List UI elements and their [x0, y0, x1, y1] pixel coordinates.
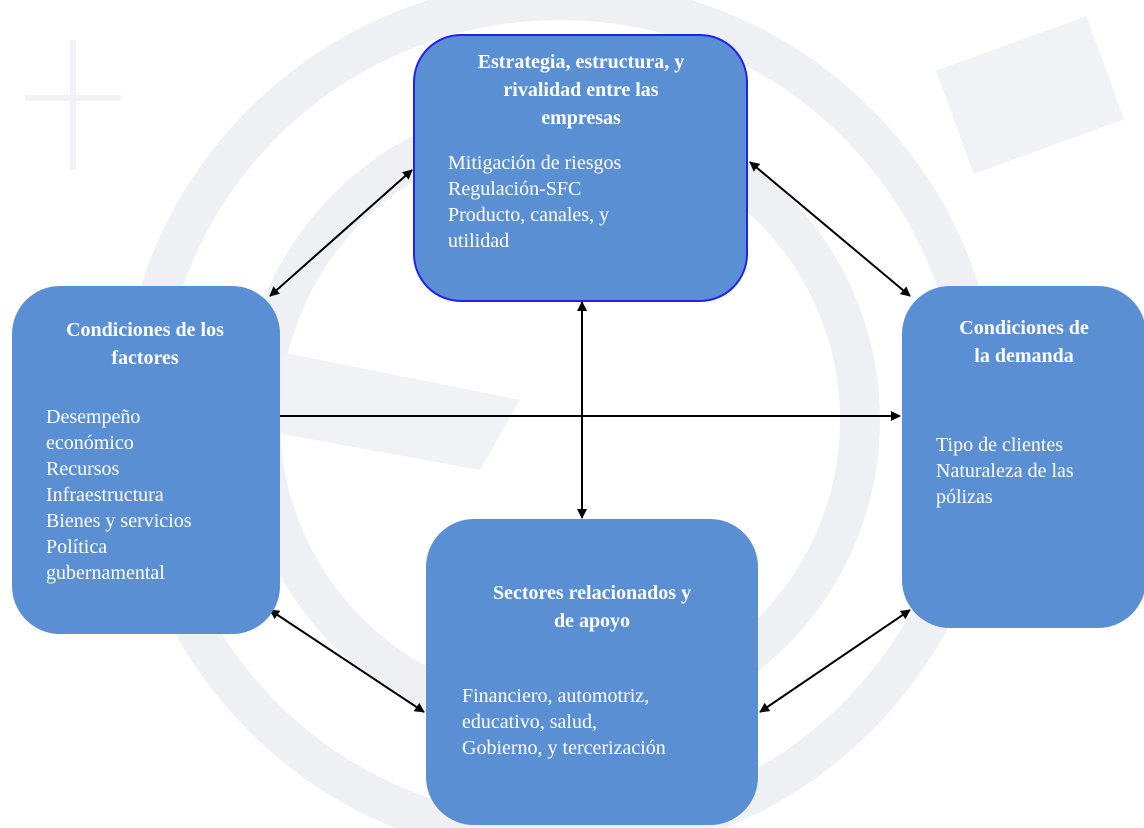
box-related-supporting-sectors: Sectores relacionados y de apoyo Financi… [426, 519, 758, 825]
box-item: Desempeño [46, 406, 141, 428]
box-title: Estrategia, estructura, y rivalidad entr… [477, 51, 685, 129]
box-demand-conditions: Condiciones de la demanda Tipo de client… [902, 286, 1144, 628]
box-item: Infraestructura [46, 484, 164, 506]
box-item: educativo, salud, [462, 711, 597, 733]
box-factor-conditions: Condiciones de los factores Desempeño ec… [12, 286, 280, 634]
box-item: Mitigación de riesgos [448, 152, 622, 174]
box-strategy-structure-rivalry: Estrategia, estructura, y rivalidad entr… [413, 34, 748, 302]
box-item: Financiero, automotriz, [462, 685, 650, 707]
box-item: utilidad [448, 230, 510, 252]
box-item: Gobierno, y tercerización [462, 737, 666, 759]
box-item: Recursos [46, 458, 120, 480]
box-item: Naturaleza de las [936, 460, 1074, 482]
arrow-bottom-right [759, 609, 911, 713]
box-item: Bienes y servicios [46, 510, 192, 532]
arrow-top-right [749, 161, 911, 297]
box-item: económico [46, 432, 134, 454]
box-item: pólizas [936, 486, 993, 508]
box-item: gubernamental [46, 562, 165, 584]
box-title: Sectores relacionados y de apoyo [492, 582, 692, 632]
box-title: Condiciones de los factores [66, 319, 224, 369]
arrow-left-top [269, 169, 413, 297]
box-item: Regulación-SFC [448, 178, 582, 200]
arrow-left-bottom [269, 609, 425, 713]
box-item: Política [46, 536, 108, 558]
box-item: Producto, canales, y [448, 204, 610, 226]
box-item: Tipo de clientes [936, 434, 1064, 456]
box-title: Condiciones de la demanda [959, 317, 1089, 367]
